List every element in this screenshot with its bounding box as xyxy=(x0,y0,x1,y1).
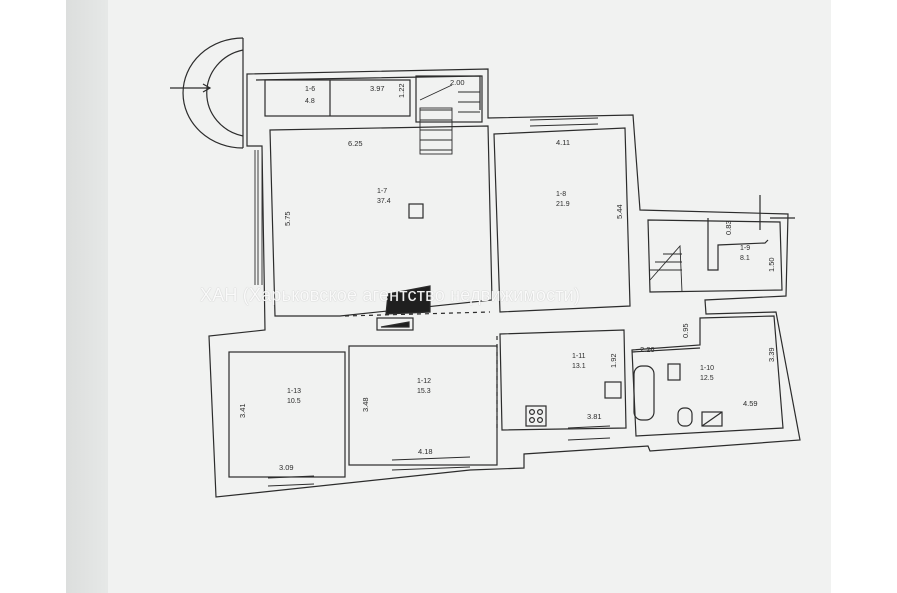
dim-4-18: 4.18 xyxy=(418,447,433,456)
bottom-windows xyxy=(267,425,611,487)
stairs-top xyxy=(419,84,480,155)
dim-2-00: 2.00 xyxy=(450,78,465,87)
room-1-9-id: 1-9 xyxy=(740,245,750,252)
room-1-8-area: 21.9 xyxy=(556,201,570,208)
photo-margin-left xyxy=(0,0,66,593)
dim-3-09: 3.09 xyxy=(279,463,294,472)
dim-1-92: 1.92 xyxy=(609,353,618,368)
round-balcony-inner xyxy=(206,49,244,137)
bathtub xyxy=(633,365,655,421)
room-1-13-area: 10.5 xyxy=(287,398,301,405)
dim-4-11: 4.11 xyxy=(556,138,570,147)
room-1-8-outline xyxy=(493,127,631,313)
room-1-10-id: 1-10 xyxy=(700,365,714,372)
watermark-text: ХАН (Харьковское агентство недвижимости) xyxy=(200,285,581,305)
shower-tray xyxy=(701,411,723,427)
room-1-11-area: 13.1 xyxy=(572,363,586,370)
toilet xyxy=(677,407,693,427)
stove xyxy=(525,405,547,427)
room-1-9-outline xyxy=(647,219,783,293)
photo-margin-right xyxy=(831,0,897,593)
dim-6-25: 6.25 xyxy=(348,139,363,148)
room-1-11-outline xyxy=(499,329,627,431)
room-1-6-id: 1-6 xyxy=(305,86,315,93)
dim-3-97: 3.97 xyxy=(370,84,385,93)
dim-2-26: 2.26 xyxy=(640,345,655,354)
washbasin xyxy=(667,363,681,381)
stair-box xyxy=(415,75,483,123)
dim-0-83: 0.83 xyxy=(724,220,733,235)
outer-wall xyxy=(208,68,801,498)
stairs-right xyxy=(649,244,683,293)
room-1-7-id: 1-7 xyxy=(377,188,387,195)
round-balcony xyxy=(182,37,244,149)
room-1-12-outline xyxy=(348,345,498,466)
dim-3-41: 3.41 xyxy=(238,403,247,418)
room-1-6-outline xyxy=(264,79,411,117)
dim-0-95: 0.95 xyxy=(681,323,690,338)
dim-3-48: 3.48 xyxy=(361,397,370,412)
dim-3-39: 3.39 xyxy=(767,347,776,362)
room-1-13-id: 1-13 xyxy=(287,388,301,395)
room-1-11-id: 1-11 xyxy=(572,353,586,360)
dim-5-75: 5.75 xyxy=(283,211,292,226)
room-1-9-area: 8.1 xyxy=(740,255,750,262)
room-1-7-area: 37.4 xyxy=(377,198,391,205)
room-1-10-outline xyxy=(631,315,784,437)
room-1-8-id: 1-8 xyxy=(556,191,566,198)
room-1-10-area: 12.5 xyxy=(700,375,714,382)
dim-5-44: 5.44 xyxy=(615,204,624,219)
dim-1-50: 1.50 xyxy=(767,257,776,272)
dim-3-81: 3.81 xyxy=(587,412,602,421)
room-labels: 1-6 4.8 1-7 37.4 1-8 21.9 1-9 8.1 1-10 1… xyxy=(287,86,750,405)
dim-4-59: 4.59 xyxy=(743,399,758,408)
sink xyxy=(604,381,622,399)
room-1-12-area: 15.3 xyxy=(417,388,431,395)
room-1-6-area: 4.8 xyxy=(305,98,315,105)
dim-1-22: 1.22 xyxy=(397,83,406,98)
left-window xyxy=(254,150,263,285)
hatch-opening xyxy=(376,317,414,331)
column xyxy=(408,203,424,219)
window-1-8 xyxy=(529,117,599,127)
dark-stair-landing xyxy=(385,285,431,315)
paper-sheet xyxy=(108,0,831,593)
dimension-labels: 3.97 1.22 2.00 6.25 5.75 4.11 5.44 0.83 … xyxy=(238,78,776,472)
inner-wall xyxy=(255,75,481,110)
room-1-12-id: 1-12 xyxy=(417,378,431,385)
